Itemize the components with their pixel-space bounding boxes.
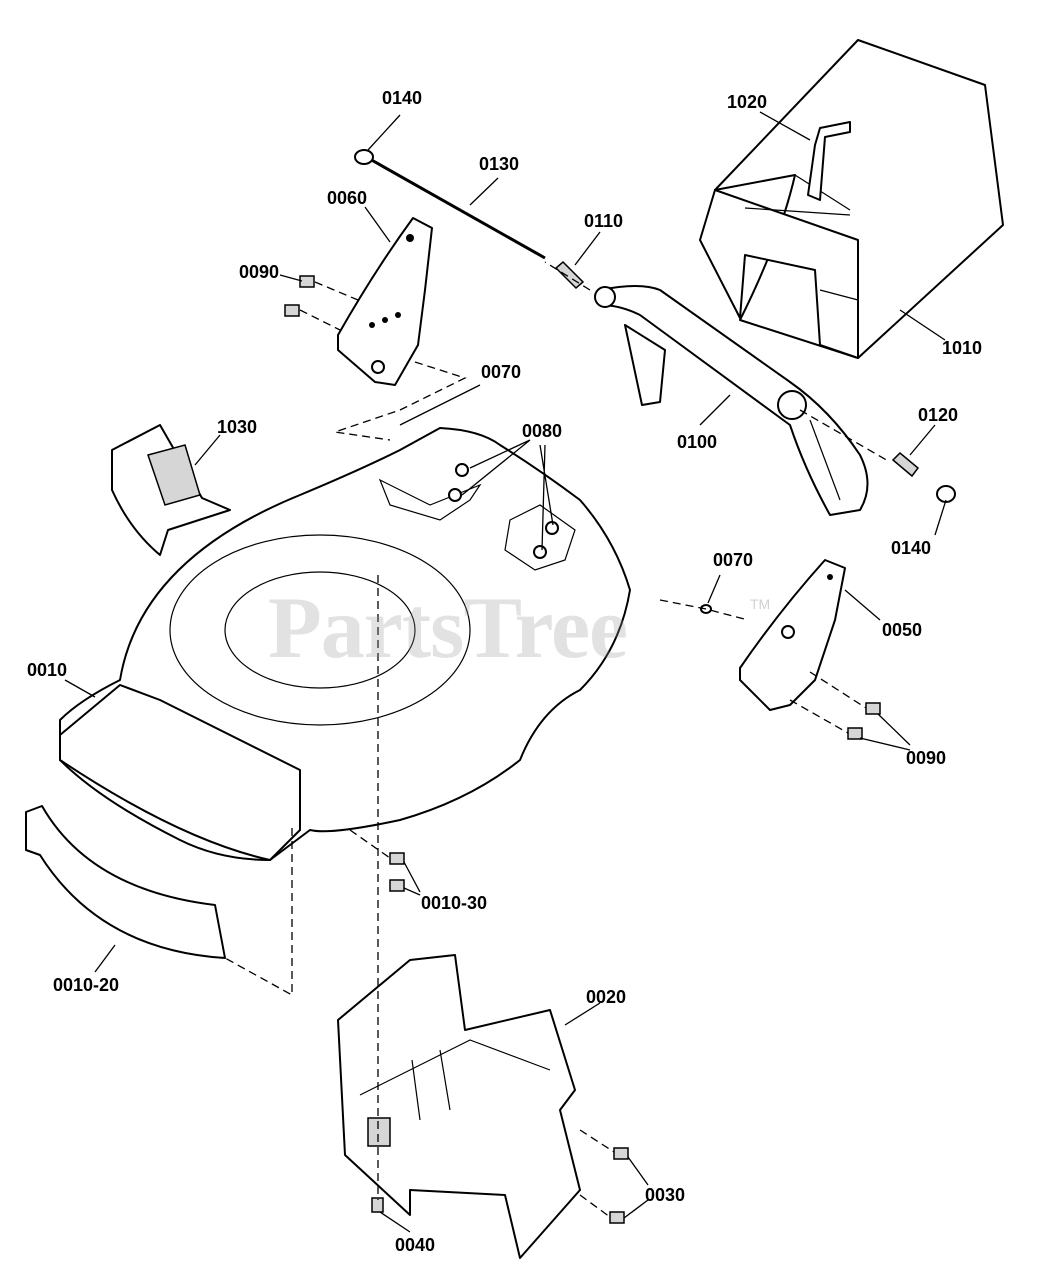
callout-0090-left: 0090 [239, 262, 280, 282]
callout-1020: 1020 [727, 92, 768, 112]
bolt-0040 [371, 1197, 384, 1213]
callout-0090-right: 0090 [906, 748, 947, 768]
callout-0120: 0120 [918, 405, 959, 425]
grass-bag-assembly [699, 39, 1004, 359]
handle-assembly [594, 285, 869, 516]
spring-0110 [554, 260, 585, 290]
callout-0140-top: 0140 [382, 88, 423, 108]
callout-0010-30: 0010-30 [421, 893, 488, 913]
washer-0140-top [354, 149, 374, 165]
callout-0080: 0080 [522, 421, 563, 441]
height-bracket-0060 [337, 217, 433, 386]
callout-0040: 0040 [395, 1235, 436, 1255]
bolt-0010-30-b [389, 879, 405, 892]
bolt-0010-30-a [389, 852, 405, 865]
watermark-trademark: TM [750, 596, 771, 612]
callout-1030: 1030 [217, 417, 258, 437]
bolt-0030-b [609, 1211, 625, 1224]
watermark: PartsTree [268, 580, 628, 677]
bolt-0090-b [284, 304, 300, 317]
callout-0110: 0110 [584, 211, 624, 231]
bolt-0090-d [847, 727, 863, 740]
callout-0020: 0020 [586, 987, 627, 1007]
callout-0140-right: 0140 [891, 538, 932, 558]
callout-1010: 1010 [942, 338, 983, 358]
callout-0010: 0010 [27, 660, 68, 680]
callout-0070-right: 0070 [713, 550, 754, 570]
callout-0030: 0030 [645, 1185, 686, 1205]
bolt-0090-a [299, 275, 315, 288]
callout-0060: 0060 [327, 188, 368, 208]
bolt-0090-c [865, 702, 881, 715]
callout-0010-20: 0010-20 [53, 975, 120, 995]
leader-lines [64, 111, 947, 1233]
callout-0130: 0130 [479, 154, 520, 174]
mower-deck-0010 [59, 427, 631, 861]
callout-0070-top: 0070 [481, 362, 522, 382]
callout-0100: 0100 [677, 432, 718, 452]
washer-0140-right [936, 485, 956, 503]
discharge-chute-0020 [337, 954, 581, 1259]
mulch-plug-1030 [111, 424, 231, 556]
assembly-lines [224, 261, 891, 1218]
bolt-0030-a [613, 1147, 629, 1160]
height-bracket-0050 [739, 559, 846, 711]
callout-0050: 0050 [882, 620, 923, 640]
rear-flap-0010-20 [25, 805, 226, 959]
spring-0120 [891, 451, 920, 478]
